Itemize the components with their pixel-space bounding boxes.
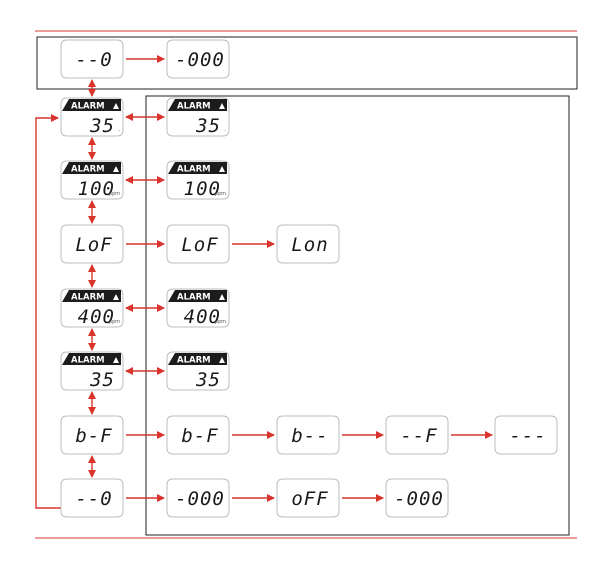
- lcd-display: LoF: [167, 225, 229, 263]
- lcd-display: ALARM 35-: [61, 98, 123, 137]
- unit-label: -: [118, 128, 120, 134]
- lcd-display: ALARM 35: [167, 352, 229, 391]
- lcd-value: b-F: [181, 425, 218, 447]
- lcd-value: 35: [195, 115, 221, 137]
- lcd-display: --F: [386, 416, 448, 454]
- lcd-value: -000: [394, 488, 444, 510]
- lcd-value: --0: [75, 49, 112, 71]
- lcd-value: LoF: [75, 234, 112, 256]
- alarm-label: ALARM: [177, 102, 211, 112]
- unit-label: ppm: [215, 191, 226, 197]
- lcd-display: ALARM 35-: [167, 98, 229, 137]
- lcd-display: LoF: [61, 225, 123, 263]
- lcd-value: --F: [400, 425, 437, 447]
- lcd-value: Lon: [291, 234, 328, 256]
- alarm-label: ALARM: [71, 102, 105, 112]
- lcd-display: ALARM 35: [61, 352, 123, 391]
- lcd-display: ---: [495, 416, 557, 454]
- lcd-display: b--: [277, 416, 339, 454]
- alarm-label: ALARM: [71, 293, 105, 303]
- lcd-display: --0: [61, 40, 123, 78]
- lcd-value: b-F: [75, 425, 112, 447]
- alarm-label: ALARM: [71, 356, 105, 366]
- lcd-display: -000: [386, 479, 448, 517]
- lcd-display: b-F: [167, 416, 229, 454]
- unit-label: -: [224, 128, 226, 134]
- alarm-label: ALARM: [177, 356, 211, 366]
- display-layer: --0-000ALARM35-ALARM35-ALARM100ppmALARM1…: [61, 40, 557, 517]
- lcd-value: -000: [175, 49, 225, 71]
- lcd-display: -000: [167, 40, 229, 78]
- lcd-display: --0: [61, 479, 123, 517]
- unit-label: ppm: [215, 319, 226, 325]
- lcd-value: 35: [89, 369, 115, 391]
- lcd-value: -000: [175, 488, 225, 510]
- lcd-value: b--: [291, 425, 328, 447]
- lcd-value: oFF: [291, 488, 328, 510]
- lcd-display: oFF: [277, 479, 339, 517]
- alarm-label: ALARM: [177, 293, 211, 303]
- lcd-display: Lon: [277, 225, 339, 263]
- lcd-display: -000: [167, 479, 229, 517]
- lcd-value: 35: [89, 115, 115, 137]
- lcd-value: LoF: [181, 234, 218, 256]
- lcd-value: --0: [75, 488, 112, 510]
- unit-label: ppm: [109, 191, 120, 197]
- unit-label: ppm: [109, 319, 120, 325]
- alarm-label: ALARM: [177, 165, 211, 175]
- lcd-value: ---: [509, 425, 546, 447]
- lcd-display: b-F: [61, 416, 123, 454]
- lcd-value: 35: [195, 369, 221, 391]
- alarm-label: ALARM: [71, 165, 105, 175]
- loop-back-arrow: [36, 118, 61, 508]
